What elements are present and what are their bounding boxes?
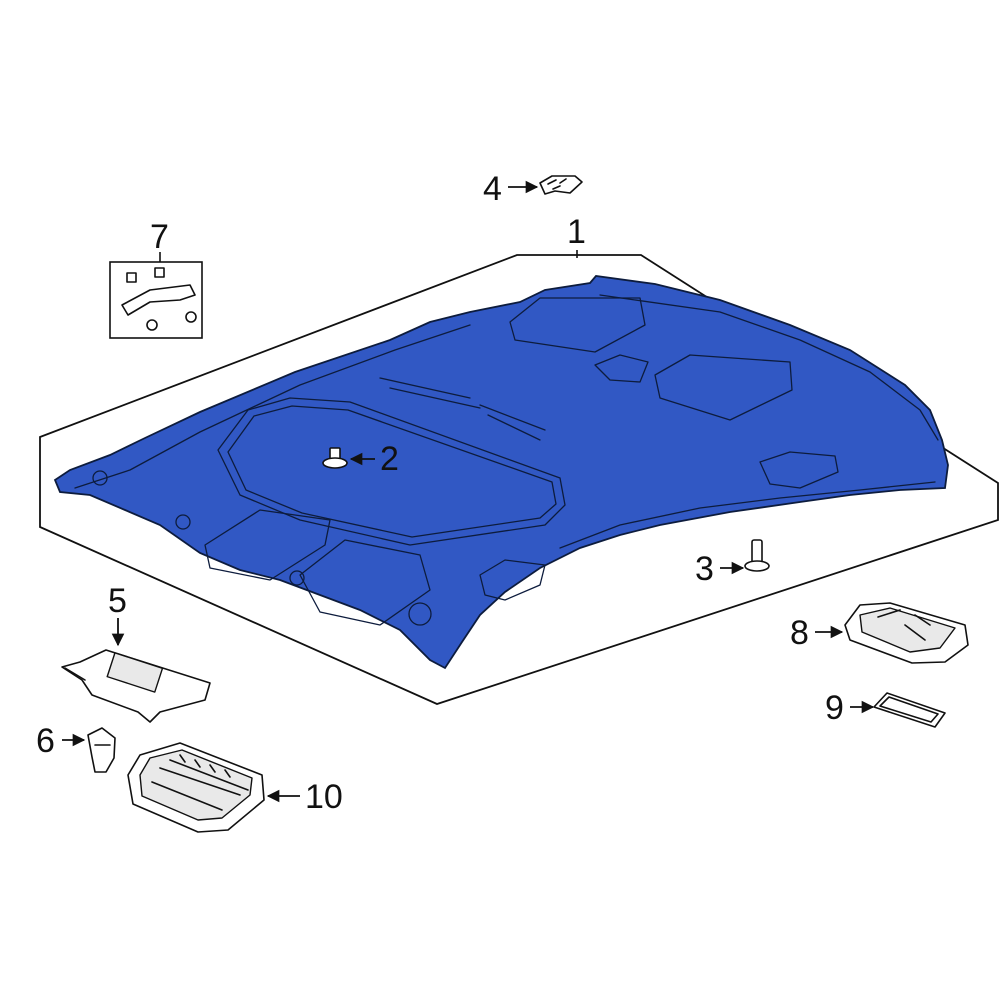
headliner-panel — [53, 275, 949, 670]
assembly-outline — [39, 254, 999, 705]
sun-visor-part-5[interactable] — [61, 649, 211, 723]
handle-recess-front — [479, 559, 546, 601]
headliner-edge-rib — [74, 294, 939, 489]
callout-1: 1 — [567, 213, 586, 251]
retainer-part-4[interactable] — [539, 175, 583, 195]
lens-part-9[interactable] — [873, 692, 946, 728]
dome-lamp-part-10[interactable] — [127, 742, 265, 833]
speaker-grille-front — [408, 602, 432, 626]
callout-8: 8 — [790, 614, 809, 652]
rear-recess-left — [509, 297, 646, 353]
callout-3: 3 — [695, 550, 714, 588]
callout-6: 6 — [36, 722, 55, 760]
callout-7: 7 — [150, 218, 169, 256]
stamped-markings — [379, 377, 546, 441]
sunroof-opening — [217, 397, 566, 546]
clip-hole-left-2 — [175, 514, 191, 530]
headliner-part[interactable] — [53, 275, 949, 670]
map-lamp-part-8[interactable] — [844, 602, 969, 664]
rear-recess-right — [654, 354, 793, 421]
callout-5: 5 — [108, 582, 127, 620]
clip-part-2[interactable] — [322, 447, 348, 469]
handle-recess-rear — [759, 451, 839, 489]
sunroof-inner-edge — [227, 405, 557, 538]
callout-10: 10 — [305, 778, 343, 816]
headliner-side-rib — [559, 481, 936, 549]
callout-4: 4 — [483, 170, 502, 208]
visor-clip-part-6[interactable] — [87, 727, 116, 773]
clip-hole-front — [289, 570, 305, 586]
dome-light-opening — [594, 354, 649, 383]
front-center-recess — [299, 539, 431, 626]
pin-part-3[interactable] — [744, 539, 770, 572]
grab-handle-kit-part-7[interactable] — [109, 261, 203, 339]
callout-9: 9 — [825, 689, 844, 727]
front-visor-recess — [204, 509, 331, 581]
callout-2: 2 — [380, 440, 399, 478]
